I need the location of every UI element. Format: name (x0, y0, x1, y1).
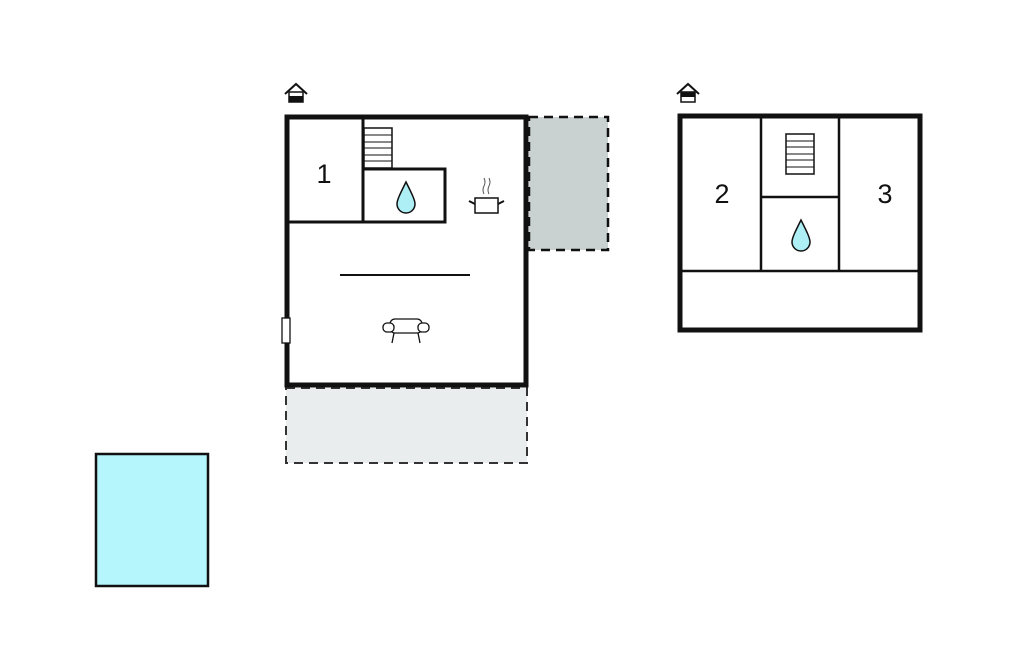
bathroom-drop-icon (396, 180, 416, 214)
ground-floor: 1 (281, 82, 610, 464)
bathroom-drop-icon (791, 218, 811, 252)
room-label-2: 2 (714, 179, 729, 209)
stairs-icon (363, 127, 393, 169)
sofa-icon (382, 318, 430, 344)
kitchen-pot-icon (468, 177, 505, 214)
floor-level-icon (284, 82, 308, 103)
open-terrace (285, 387, 528, 464)
floor-level-icon (676, 82, 700, 103)
stairs-icon (785, 133, 815, 175)
door-icon (281, 317, 291, 344)
pool (94, 452, 210, 588)
room-label-3: 3 (877, 179, 892, 209)
ground-floor-outer-wall (284, 114, 529, 388)
room-label-1: 1 (316, 159, 331, 189)
upper-floor: 2 3 (676, 82, 923, 333)
covered-terrace (527, 115, 610, 252)
